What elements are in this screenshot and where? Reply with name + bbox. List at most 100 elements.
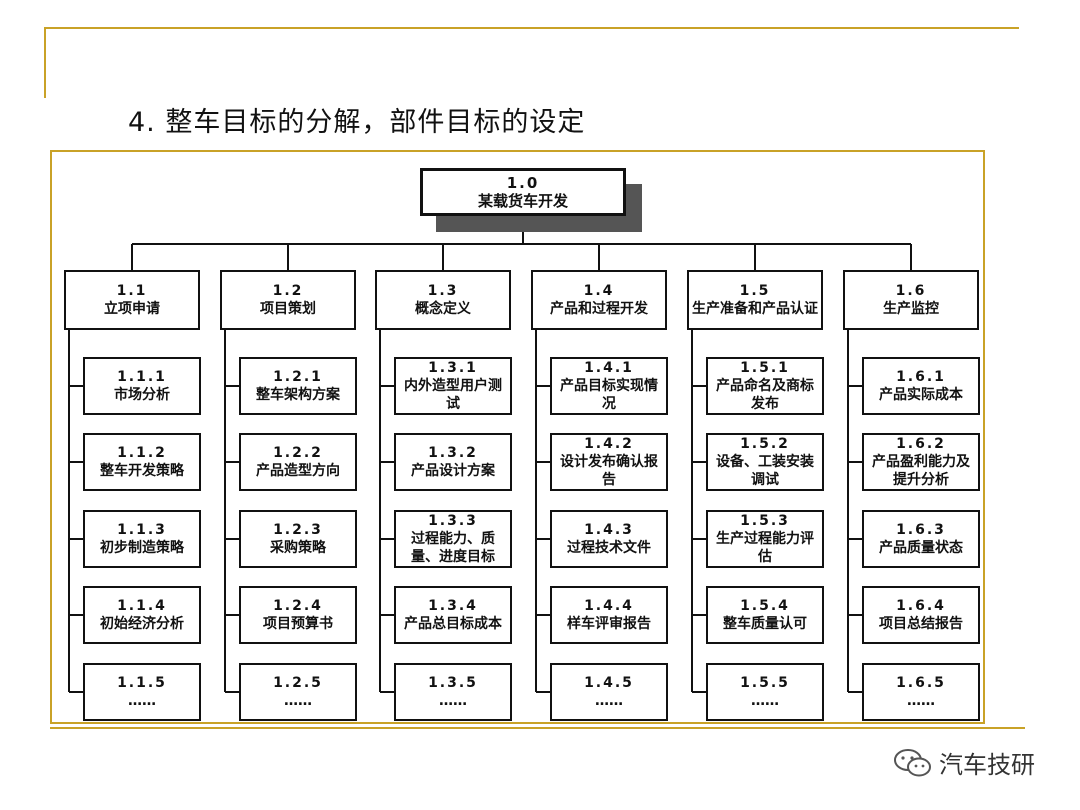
watermark: 汽车技研	[893, 745, 1035, 780]
leaf-box: 1.1.5 ……	[83, 663, 201, 721]
box-code: 1.5.2	[740, 436, 790, 452]
box-code: 1.5.3	[740, 513, 790, 529]
box-code: 1.1	[116, 283, 148, 299]
box-name: 内外造型用户测试	[404, 378, 502, 412]
leaf-box: 1.4.5……	[550, 663, 668, 721]
watermark-text: 汽车技研	[939, 751, 1035, 779]
box-name: ……	[284, 693, 312, 709]
box-name: 产品盈利能力及提升分析	[872, 454, 970, 488]
box-name: ……	[439, 693, 467, 709]
box-name: ……	[907, 693, 935, 709]
box-code: 1.2	[272, 283, 304, 299]
leaf-box: 1.6.2 产品盈利能力及提升分析	[862, 433, 980, 491]
box-code: 1.4.1	[584, 360, 634, 376]
box-code: 1.6.1	[896, 369, 946, 385]
box-name: 某载货车开发	[477, 192, 568, 210]
box-name: 立项申请	[104, 301, 160, 317]
box-code: 1.1.5	[117, 675, 167, 691]
box-code: 1.2.1	[273, 369, 323, 385]
leaf-box: 1.5.1 产品命名及商标发布	[706, 357, 824, 415]
leaf-box: 1.6.3 产品质量状态	[862, 510, 980, 568]
branch-box: 1.5 生产准备和产品认证	[687, 270, 823, 330]
box-name: 整车质量认可	[723, 616, 807, 632]
leaf-box: 1.5.5……	[706, 663, 824, 721]
box-name: 项目总结报告	[879, 616, 963, 632]
leaf-box: 1.5.3 生产过程能力评估	[706, 510, 824, 568]
box-name: 生产准备和产品认证	[692, 301, 818, 317]
box-code: 1.5	[739, 283, 771, 299]
leaf-box: 1.3.1 内外造型用户测试	[394, 357, 512, 415]
box-name: 产品质量状态	[879, 540, 963, 556]
box-code: 1.6.3	[896, 522, 946, 538]
box-name: 采购策略	[270, 540, 326, 556]
top-accent-line	[44, 27, 1019, 29]
box-code: 1.5.1	[740, 360, 790, 376]
branch-box: 1.2 项目策划	[220, 270, 356, 330]
wechat-icon	[894, 748, 931, 776]
bottom-accent-line	[50, 727, 1025, 729]
box-name: 初始经济分析	[100, 616, 184, 632]
leaf-box: 1.2.3 采购策略	[239, 510, 357, 568]
box-name: 产品和过程开发	[550, 301, 648, 317]
leaf-box: 1.2.5 ……	[239, 663, 357, 721]
box-code: 1.3.5	[428, 675, 478, 691]
box-code: 1.4.5	[584, 675, 634, 691]
leaf-box: 1.3.5 ……	[394, 663, 512, 721]
box-name: 过程能力、质量、进度目标	[411, 531, 495, 565]
box-name: 样车评审报告	[567, 616, 651, 632]
box-name: 项目策划	[260, 301, 316, 317]
box-code: 1.5.4	[740, 598, 790, 614]
box-code: 1.2.3	[273, 522, 323, 538]
box-name: 产品命名及商标发布	[716, 378, 814, 412]
box-name: 产品实际成本	[879, 387, 963, 403]
box-name: 整车架构方案	[256, 387, 340, 403]
leaf-box: 1.5.4 整车质量认可	[706, 586, 824, 644]
box-name: 产品目标实现情况	[560, 378, 658, 412]
branch-box: 1.4 产品和过程开发	[531, 270, 667, 330]
box-code: 1.0	[506, 174, 540, 192]
leaf-box: 1.6.5 ……	[862, 663, 980, 721]
box-code: 1.1.2	[117, 445, 167, 461]
leaf-box: 1.6.1 产品实际成本	[862, 357, 980, 415]
box-code: 1.6.5	[896, 675, 946, 691]
box-code: 1.4.2	[584, 436, 634, 452]
box-name: 生产过程能力评估	[716, 531, 814, 565]
box-name: 产品总目标成本	[404, 616, 502, 632]
leaf-box: 1.3.4 产品总目标成本	[394, 586, 512, 644]
box-code: 1.3.4	[428, 598, 478, 614]
box-code: 1.3.3	[428, 513, 478, 529]
box-name: ……	[128, 693, 156, 709]
box-code: 1.2.5	[273, 675, 323, 691]
box-code: 1.6	[895, 283, 927, 299]
box-code: 1.4	[583, 283, 615, 299]
branch-box: 1.6 生产监控	[843, 270, 979, 330]
box-code: 1.3.2	[428, 445, 478, 461]
left-accent-line	[44, 28, 46, 98]
box-code: 1.1.4	[117, 598, 167, 614]
box-code: 1.6.2	[896, 436, 946, 452]
box-name: 设备、工装安装调试	[716, 454, 814, 488]
leaf-box: 1.1.4 初始经济分析	[83, 586, 201, 644]
box-code: 1.3.1	[428, 360, 478, 376]
leaf-box: 1.2.1 整车架构方案	[239, 357, 357, 415]
box-name: 产品设计方案	[411, 463, 495, 479]
box-name: 项目预算书	[263, 616, 333, 632]
box-name: 市场分析	[114, 387, 170, 403]
box-name: 产品造型方向	[256, 463, 340, 479]
box-code: 1.5.5	[740, 675, 790, 691]
box-name: 生产监控	[883, 301, 939, 317]
box-name: 初步制造策略	[100, 540, 184, 556]
leaf-box: 1.3.3 过程能力、质量、进度目标	[394, 510, 512, 568]
leaf-box: 1.1.1 市场分析	[83, 357, 201, 415]
box-name: 设计发布确认报告	[560, 454, 658, 488]
box-code: 1.1.1	[117, 369, 167, 385]
